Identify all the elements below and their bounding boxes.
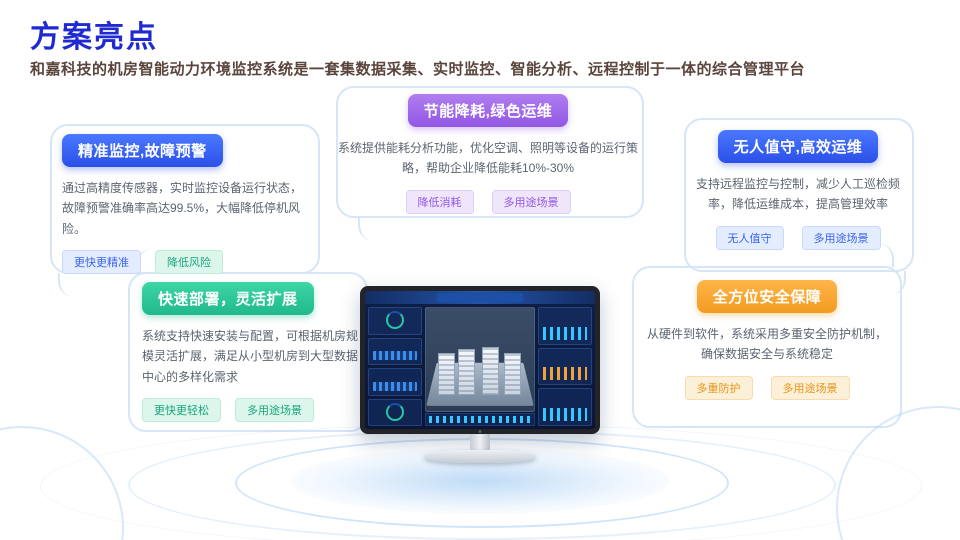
- dashboard-panel: [368, 368, 422, 396]
- feature-deploy-title-badge: 快速部署，灵活扩展: [142, 282, 314, 315]
- feature-security-desc: 从硬件到软件，系统采用多重安全防护机制，确保数据安全与系统稳定: [646, 327, 887, 362]
- tag: 多用途场景: [491, 189, 571, 214]
- tag: 降低消耗: [405, 189, 474, 214]
- feature-security: 全方位安全保障 从硬件到软件，系统采用多重安全防护机制，确保数据安全与系统稳定 …: [644, 280, 890, 400]
- dashboard-right-panels: [538, 307, 592, 427]
- dashboard-header: [365, 291, 595, 304]
- feature-deploy: 快速部署，灵活扩展 系统支持快速安装与配置，可根据机房规模灵活扩展，满足从小型机…: [142, 282, 366, 423]
- bar-chart: [543, 408, 587, 422]
- feature-unmanned-title-badge: 无人值守,高效运维: [717, 130, 879, 163]
- dashboard-panel: [538, 347, 592, 386]
- server-rack: [504, 353, 521, 395]
- server-rack: [438, 353, 455, 395]
- feature-precision: 精准监控,故障预警 通过高精度传感器，实时监控设备运行状态，故障预警准确率高达9…: [62, 134, 306, 275]
- tag: 多重防护: [684, 375, 753, 400]
- tag: 更快更轻松: [142, 398, 221, 423]
- gauge-widget: [386, 311, 404, 330]
- dashboard-panel: [538, 388, 592, 427]
- feature-energy-title-badge: 节能降耗,绿色运维: [407, 94, 569, 127]
- server-rack: [458, 349, 475, 395]
- dashboard-panel: [368, 307, 422, 335]
- sparkline-chart: [373, 351, 417, 360]
- feature-precision-desc: 通过高精度传感器，实时监控设备运行状态，故障预警准确率高达99.5%，大幅降低停…: [62, 181, 303, 236]
- tag: 更快更精准: [62, 250, 141, 275]
- dashboard-ui: [365, 291, 595, 429]
- monitor-camera-dot: [478, 430, 482, 433]
- bubble-outline-unmanned: [684, 118, 914, 295]
- dashboard-bottom-chart: [425, 413, 535, 426]
- feature-energy-desc: 系统提供能耗分析功能，优化空调、照明等设备的运行策略，帮助企业降低能耗10%-3…: [337, 141, 638, 176]
- bar-chart: [429, 416, 531, 423]
- tag: 多用途场景: [770, 375, 850, 400]
- feature-precision-title-badge: 精准监控,故障预警: [62, 134, 223, 167]
- feature-deploy-tags: 更快更轻松 多用途场景: [142, 398, 366, 423]
- bubble-outline-energy: [336, 86, 644, 241]
- dashboard-title-pill: [437, 293, 523, 302]
- tag: 多用途场景: [801, 225, 881, 250]
- dashboard-left-panels: [368, 307, 422, 426]
- tag: 降低风险: [155, 250, 223, 275]
- monitor-screen: [360, 286, 600, 434]
- feature-energy: 节能降耗,绿色运维 系统提供能耗分析功能，优化空调、照明等设备的运行策略，帮助企…: [332, 94, 644, 214]
- tag: 多用途场景: [235, 398, 314, 423]
- monitor-stand-base: [424, 450, 536, 463]
- server-rack: [482, 347, 499, 395]
- bar-chart: [543, 326, 587, 340]
- dashboard-panel: [538, 307, 592, 345]
- server-room-3d-view: [425, 307, 535, 412]
- bar-chart: [543, 367, 587, 381]
- page-title: 方案亮点: [30, 21, 158, 54]
- feature-energy-tags: 降低消耗 多用途场景: [332, 189, 644, 214]
- feature-security-title-badge: 全方位安全保障: [696, 280, 838, 313]
- feature-security-tags: 多重防护 多用途场景: [644, 375, 890, 400]
- dashboard-panel: [368, 337, 422, 365]
- dashboard-panel: [368, 398, 422, 426]
- feature-unmanned: 无人值守,高效运维 支持远程监控与控制，减少人工巡检频率，降低运维成本，提高管理…: [688, 130, 908, 250]
- gauge-widget: [386, 402, 404, 421]
- feature-precision-tags: 更快更精准 降低风险: [62, 250, 306, 275]
- bubble-outline-security: [632, 243, 902, 428]
- page-subtitle: 和嘉科技的机房智能动力环境监控系统是一套集数据采集、实时监控、智能分析、远程控制…: [30, 61, 806, 78]
- tag: 无人值守: [715, 225, 784, 250]
- feature-deploy-desc: 系统支持快速安装与配置，可根据机房规模灵活扩展，满足从小型机房到大型数据中心的多…: [142, 329, 359, 384]
- monitor-stand-neck: [470, 434, 490, 452]
- feature-unmanned-desc: 支持远程监控与控制，减少人工巡检频率，降低运维成本，提高管理效率: [695, 177, 900, 212]
- feature-unmanned-tags: 无人值守 多用途场景: [688, 225, 908, 250]
- sparkline-chart: [373, 381, 417, 391]
- monitor-mockup: [360, 286, 600, 466]
